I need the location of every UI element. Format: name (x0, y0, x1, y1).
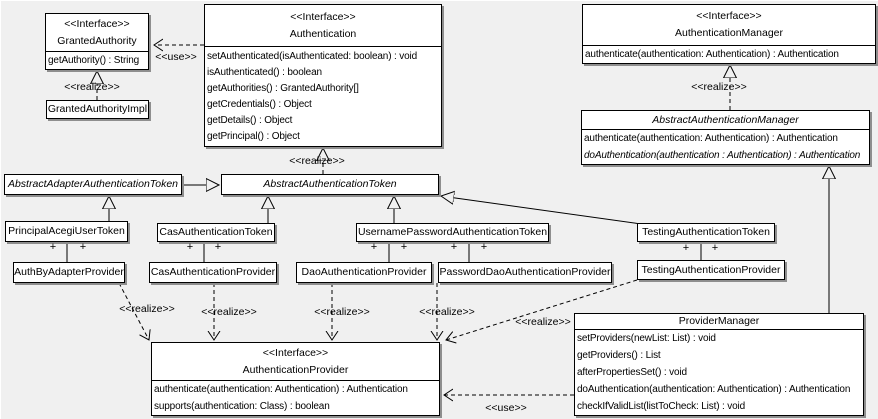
method: checkIfValidList(listToCheck: List) : vo… (577, 401, 746, 412)
method: getAuthority() : String (48, 55, 140, 66)
realize-label: <<realize>> (201, 306, 257, 318)
method: isAuthenticated() : boolean (207, 67, 322, 78)
class-name: UsernamePasswordAuthenticationToken (357, 226, 548, 238)
class-name: AuthenticationProvider (242, 363, 349, 376)
association-end-label: + (682, 242, 690, 254)
method: afterPropertiesSet() : void (577, 367, 687, 378)
class-name: AbstractAuthenticationManager (652, 114, 799, 126)
realize-label: <<realize>> (515, 316, 571, 328)
class-principal-acegi-user-token[interactable]: PrincipalAcegiUserToken (5, 221, 128, 242)
association-end-label: + (480, 241, 488, 253)
realize-label: <<realize>> (314, 306, 370, 318)
association-end-label: + (49, 241, 57, 253)
class-dao-authentication-provider[interactable]: DaoAuthenticationProvider (296, 262, 432, 283)
class-granted-authority-impl[interactable]: GrantedAuthorityImpl (46, 100, 149, 119)
realize-label: <<realize>> (691, 81, 747, 93)
association-end-label: + (214, 241, 222, 253)
association-end-label: + (79, 241, 87, 253)
stereotype: <<Interface>> (696, 10, 762, 22)
realize-label: <<realize>> (419, 306, 475, 318)
class-name: AuthByAdapterProvider (14, 266, 124, 278)
association-end-label: + (370, 241, 378, 253)
class-name: AbstractAuthenticationToken (263, 178, 397, 190)
class-name: AbstractAdapterAuthenticationToken (7, 178, 179, 190)
method: supports(authentication: Class) : boolea… (154, 401, 330, 412)
class-name: GrantedAuthority (57, 34, 137, 47)
class-cas-authentication-token[interactable]: CasAuthenticationToken (157, 223, 275, 242)
class-name: PasswordDaoAuthenticationProvider (439, 266, 611, 278)
class-abstract-authentication-manager[interactable]: AbstractAuthenticationManager authentica… (581, 110, 870, 165)
method: getCredentials() : Object (207, 99, 312, 110)
method: authenticate(authentication: Authenticat… (585, 49, 839, 60)
realize-edge-authbyadapterprovider (118, 282, 149, 340)
realize-label: <<realize>> (64, 81, 120, 93)
association-end-label: + (450, 241, 458, 253)
class-testing-authentication-provider[interactable]: TestingAuthenticationProvider (637, 260, 785, 280)
stereotype: <<Interface>> (290, 10, 356, 23)
stereotype: <<Interface>> (64, 17, 130, 30)
use-label: <<use>> (485, 402, 527, 414)
class-auth-by-adapter-provider[interactable]: AuthByAdapterProvider (13, 262, 125, 283)
class-authentication-manager[interactable]: <<Interface>> AuthenticationManager auth… (582, 4, 876, 64)
class-name: PrincipalAcegiUserToken (8, 225, 125, 237)
method: getProviders() : List (577, 350, 661, 361)
method: getPrincipal() : Object (207, 131, 300, 142)
class-abstract-adapter-authentication-token[interactable]: AbstractAdapterAuthenticationToken (4, 174, 182, 195)
association-end-label: + (400, 241, 408, 253)
class-authentication-provider[interactable]: <<Interface>> AuthenticationProvider aut… (151, 342, 440, 416)
class-provider-manager[interactable]: ProviderManager setProviders(newList: Li… (574, 313, 864, 416)
class-name: DaoAuthenticationProvider (301, 266, 427, 278)
realize-label: <<realize>> (119, 303, 175, 315)
class-name: AuthenticationManager (675, 27, 783, 39)
method: setAuthenticated(isAuthenticated: boolea… (207, 51, 418, 62)
class-name: CasAuthenticationProvider (150, 266, 276, 278)
class-name: TestingAuthenticationProvider (641, 263, 781, 276)
class-granted-authority[interactable]: <<Interface>> GrantedAuthority getAuthor… (45, 13, 149, 70)
class-abstract-authentication-token[interactable]: AbstractAuthenticationToken (221, 174, 439, 195)
generalization-edge-testingauthenticationtoken (441, 196, 642, 225)
use-label: <<use>> (155, 51, 197, 63)
class-name: TestingAuthenticationToken (642, 226, 770, 238)
class-name: CasAuthenticationToken (159, 226, 273, 238)
class-username-password-authentication-token[interactable]: UsernamePasswordAuthenticationToken (356, 223, 549, 242)
class-name: ProviderManager (678, 315, 760, 327)
class-cas-authentication-provider[interactable]: CasAuthenticationProvider (149, 262, 277, 283)
method: authenticate(authentication: Authenticat… (154, 384, 408, 395)
method: doAuthentication(authentication: Authent… (577, 384, 851, 395)
association-end-label: + (186, 241, 194, 253)
class-testing-authentication-token[interactable]: TestingAuthenticationToken (637, 223, 775, 242)
class-authentication[interactable]: <<Interface>> Authentication setAuthenti… (204, 4, 442, 147)
method: authenticate(authentication: Authenticat… (584, 133, 838, 144)
class-name: GrantedAuthorityImpl (47, 103, 148, 115)
stereotype: <<Interface>> (262, 346, 329, 359)
method: setProviders(newList: List) : void (577, 333, 716, 344)
association-end-label: + (711, 242, 719, 254)
realize-edge-testingauthenticationprovider (446, 279, 638, 340)
method: getAuthorities() : GrantedAuthority[] (207, 83, 359, 94)
class-name: Authentication (289, 27, 357, 40)
realize-label: <<realize>> (289, 155, 345, 167)
method: doAuthentication(authentication : Authen… (584, 150, 861, 161)
class-password-dao-authentication-provider[interactable]: PasswordDaoAuthenticationProvider (438, 262, 612, 283)
method: getDetails() : Object (207, 115, 293, 126)
